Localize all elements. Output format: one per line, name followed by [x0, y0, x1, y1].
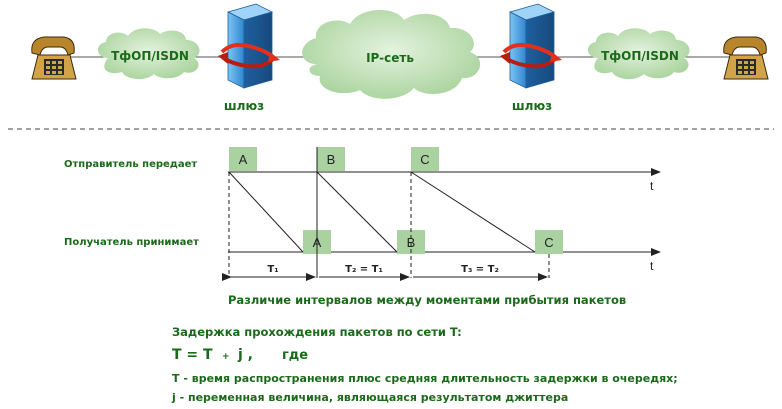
formula-line: T = T + j , где: [172, 347, 308, 363]
pstn-left-label: ТфОП/ISDN: [111, 49, 189, 63]
sender-packet-a: A: [229, 147, 257, 171]
interval-t1: T₁: [222, 264, 316, 281]
note-j-definition: j - переменная величина, являющаяся резу…: [171, 391, 568, 404]
receiver-packet-c-label: C: [544, 235, 553, 250]
pstn-cloud-right: ТфОП/ISDN: [587, 28, 690, 80]
sender-packet-c-label: C: [420, 152, 429, 167]
formula-where: где: [282, 348, 308, 363]
gateway-right-arrows-icon: [500, 42, 562, 69]
sender-packet-b-label: B: [327, 152, 336, 167]
sender-axis-t-label: t: [650, 179, 654, 193]
gateway-left-arrows-icon: [218, 42, 280, 69]
note-t-definition: T - время распространения плюс средняя д…: [172, 372, 678, 385]
notes-heading: Задержка прохождения пакетов по сети T:: [172, 325, 462, 339]
gateway-left-label: шлюз: [224, 99, 264, 113]
telephone-right-icon: [723, 36, 769, 80]
transit-line-c: [410, 171, 536, 253]
formula-plus: +: [222, 352, 230, 362]
telephone-left-icon: [31, 36, 77, 80]
interval-t1-label: T₁: [267, 264, 278, 275]
sender-row-label: Отправитель передает: [64, 159, 197, 170]
receiver-packet-c: C: [535, 230, 563, 254]
pstn-right-label: ТфОП/ISDN: [601, 49, 679, 63]
interval-t2-label: T₂ = T₁: [345, 264, 383, 275]
interval-t3-label: T₃ = T₂: [461, 264, 499, 275]
sender-packet-a-label: A: [239, 152, 248, 167]
formula-j: j ,: [237, 347, 253, 363]
ip-cloud: IP-сеть: [302, 9, 481, 99]
transit-line-b: [316, 171, 398, 253]
receiver-row-label: Получатель принимает: [64, 237, 199, 248]
timing-caption: Различие интервалов между моментами приб…: [228, 293, 626, 307]
interval-t2: T₂ = T₁: [319, 264, 410, 281]
gateway-right: шлюз: [500, 3, 562, 113]
receiver-axis-t-label: t: [650, 259, 654, 273]
ip-cloud-label: IP-сеть: [366, 51, 414, 65]
interval-t3: T₃ = T₂: [413, 264, 548, 281]
transit-line-a: [228, 171, 304, 253]
gateway-right-label: шлюз: [512, 99, 552, 113]
gateway-left: шлюз: [218, 3, 280, 113]
formula-main: T = T: [172, 347, 213, 363]
sender-packet-b: B: [317, 147, 345, 171]
sender-packet-c: C: [411, 147, 439, 171]
pstn-cloud-left: ТфОП/ISDN: [97, 28, 200, 80]
